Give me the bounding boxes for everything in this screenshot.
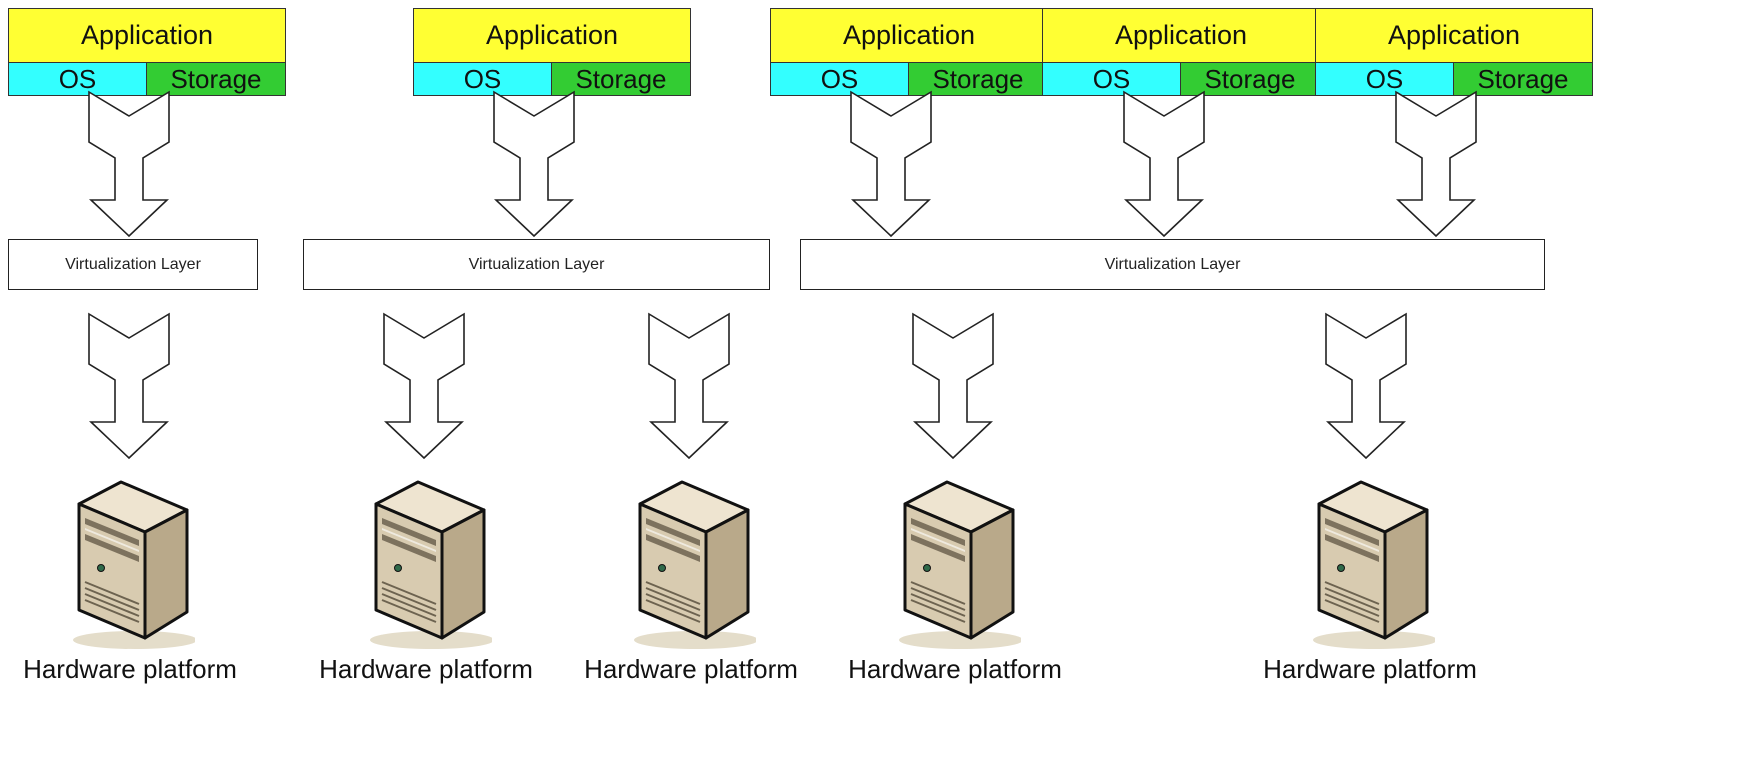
application-box: Application [413, 8, 691, 63]
os-box: OS [8, 62, 147, 96]
os-box: OS [1315, 62, 1454, 96]
server-icon [370, 480, 492, 649]
down-arrow-icon [912, 312, 994, 460]
application-box: Application [1042, 8, 1320, 63]
software-stack: Application OS Storage [413, 8, 691, 96]
down-arrow-icon [493, 90, 575, 238]
storage-box: Storage [1180, 62, 1320, 96]
hardware-label: Hardware platform [584, 654, 798, 684]
server-icon [899, 480, 1021, 649]
storage-box: Storage [146, 62, 286, 96]
hardware-label: Hardware platform [23, 654, 237, 684]
down-arrow-icon [88, 90, 170, 238]
down-arrow-icon [1123, 90, 1205, 238]
os-box: OS [1042, 62, 1181, 96]
virtualization-layer: Virtualization Layer [8, 239, 258, 290]
down-arrow-icon [88, 312, 170, 460]
software-stack: Application OS Storage [1315, 8, 1593, 96]
down-arrow-icon [383, 312, 465, 460]
server-icon [634, 480, 756, 649]
hardware-label: Hardware platform [319, 654, 533, 684]
application-box: Application [1315, 8, 1593, 63]
storage-box: Storage [551, 62, 691, 96]
down-arrow-icon [648, 312, 730, 460]
software-stack: Application OS Storage [1042, 8, 1320, 96]
server-icon [1313, 480, 1435, 649]
storage-box: Storage [1453, 62, 1593, 96]
application-box: Application [8, 8, 286, 63]
server-icon [73, 480, 195, 649]
virtualization-layer: Virtualization Layer [800, 239, 1545, 290]
down-arrow-icon [1325, 312, 1407, 460]
os-box: OS [770, 62, 909, 96]
down-arrow-icon [850, 90, 932, 238]
virtualization-layer: Virtualization Layer [303, 239, 770, 290]
os-box: OS [413, 62, 552, 96]
hardware-label: Hardware platform [848, 654, 1062, 684]
software-stack: Application OS Storage [8, 8, 286, 96]
down-arrow-icon [1395, 90, 1477, 238]
application-box: Application [770, 8, 1048, 63]
software-stack: Application OS Storage [770, 8, 1048, 96]
hardware-label: Hardware platform [1263, 654, 1477, 684]
storage-box: Storage [908, 62, 1048, 96]
